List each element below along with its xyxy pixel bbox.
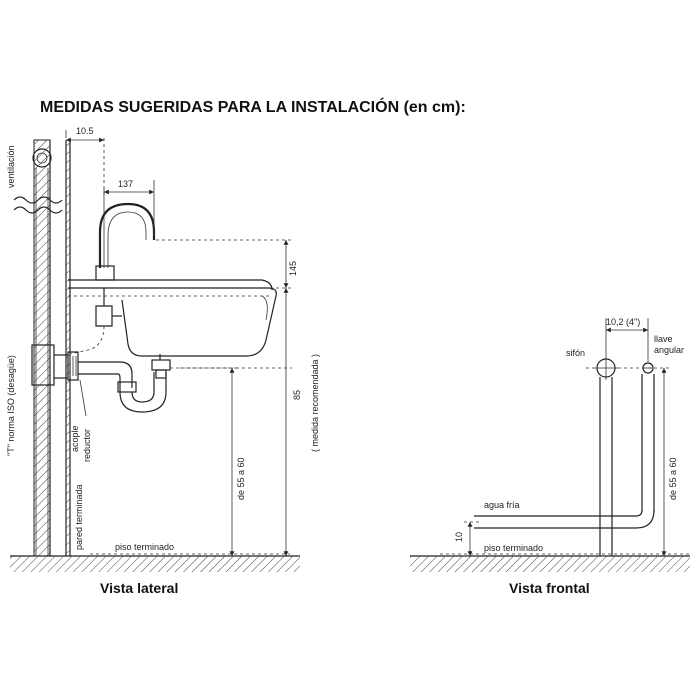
p-trap-icon xyxy=(119,372,167,413)
dim-85-note: ( medida recomendada ) xyxy=(310,354,320,452)
cold-water-pipe xyxy=(474,509,655,529)
reductor-label: reductor xyxy=(82,429,92,462)
llave-label: llave xyxy=(654,334,673,344)
pared-label: pared terminada xyxy=(74,484,84,550)
agua-fria-label: agua fría xyxy=(484,500,520,510)
reducer-coupling-icon xyxy=(67,351,79,381)
lateral-view: 10.5 137 145 85 ( medida recomendada ) d… xyxy=(6,126,320,596)
ventilacion-label: ventilación xyxy=(6,145,16,188)
frontal-caption: Vista frontal xyxy=(509,580,590,596)
acople-leader xyxy=(79,379,87,417)
dim-137-label: 137 xyxy=(118,179,133,189)
piso-frontal-label: piso terminado xyxy=(484,543,543,553)
angle-valve-icon xyxy=(95,305,113,327)
lateral-caption: Vista lateral xyxy=(100,580,178,596)
dim-10-5-label: 10.5 xyxy=(76,126,94,136)
frontal-view: piso terminado agua fría 10,2 (4") sifón… xyxy=(410,317,690,596)
t-fitting-icon xyxy=(31,344,55,386)
faucet-icon xyxy=(98,202,156,268)
basin-icon xyxy=(68,287,277,357)
dim-10-label: 10 xyxy=(454,532,464,542)
drain-pipe xyxy=(78,361,133,388)
dim-10-2-label: 10,2 (4") xyxy=(606,317,640,327)
sifon-label: sifón xyxy=(566,348,585,358)
dim-55-60-frontal-label: de 55 a 60 xyxy=(668,457,678,500)
dim-145-label: 145 xyxy=(288,261,298,276)
dim-55-60-lateral-label: de 55 a 60 xyxy=(236,457,246,500)
dim-85-label: 85 xyxy=(292,390,302,400)
acople-label: acople xyxy=(70,425,80,452)
t-iso-label: "T" norma ISO (desagüe) xyxy=(6,355,16,456)
piso-lateral-label: piso terminado xyxy=(115,542,174,552)
angular-label: angular xyxy=(654,345,684,355)
page-title: MEDIDAS SUGERIDAS PARA LA INSTALACIÓN (e… xyxy=(40,97,466,116)
ventilation-pipe-icon xyxy=(32,148,52,168)
